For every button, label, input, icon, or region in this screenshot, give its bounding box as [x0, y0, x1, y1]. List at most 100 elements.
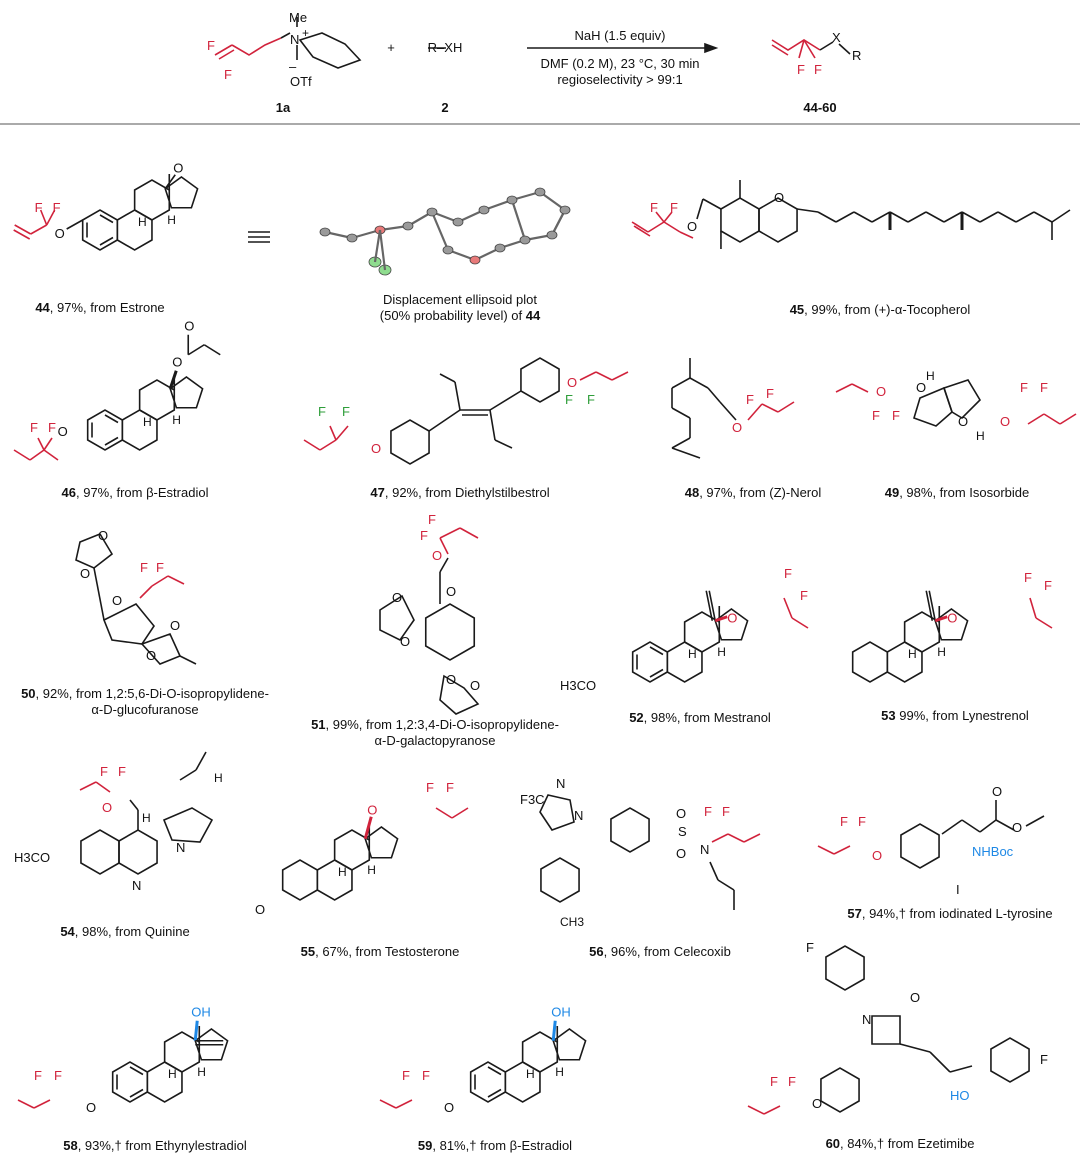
h-stereo-label: H — [143, 415, 152, 429]
bond — [487, 1088, 502, 1098]
bond — [796, 208, 819, 213]
bond — [129, 1066, 144, 1076]
ring — [364, 826, 399, 859]
bond — [961, 211, 981, 223]
hydroxyl-label: OH — [191, 1005, 211, 1020]
xray-caption-line2: (50% probability level) of 44 — [379, 308, 541, 323]
ring — [900, 823, 940, 869]
n-atom: N — [290, 32, 299, 47]
carbonyl-o: O — [910, 990, 920, 1005]
h-stereo-label: H — [197, 1065, 206, 1079]
f-atom: F — [118, 764, 126, 779]
compound-label-58: 58, 93%,† from Ethynylestradiol — [63, 1138, 247, 1153]
bond — [817, 211, 837, 223]
bond — [671, 437, 691, 449]
bond — [33, 1099, 51, 1109]
bond — [451, 807, 469, 819]
n-atom: N — [574, 808, 583, 823]
bond — [1029, 597, 1037, 619]
bond — [719, 401, 737, 421]
bond — [454, 381, 461, 411]
n-atom: N — [862, 1012, 871, 1027]
ring-o: O — [446, 584, 456, 599]
bond — [193, 1020, 199, 1041]
ortep-atom — [402, 221, 414, 231]
compound-label-50-line2: α-D-glucofuranose — [91, 702, 199, 717]
bond — [835, 383, 853, 393]
bond — [663, 221, 681, 233]
ortep-atom — [546, 230, 558, 240]
product-x: X — [832, 30, 841, 45]
f-atom: F — [704, 804, 712, 819]
h-label: H — [926, 369, 935, 383]
bond — [187, 344, 205, 356]
bond — [439, 557, 449, 573]
ring — [281, 859, 319, 901]
ether-o: O — [55, 226, 65, 241]
n-atom: N — [176, 840, 185, 855]
bond — [1027, 413, 1045, 425]
h-stereo-label: H — [172, 413, 181, 427]
f-atom: F — [1040, 1052, 1048, 1067]
f-atom: F — [766, 386, 774, 401]
ortep-atom — [519, 235, 531, 245]
ring — [552, 1028, 587, 1061]
ether-o: O — [102, 800, 112, 815]
ortep-atom — [469, 255, 481, 265]
ether-o: O — [812, 1096, 822, 1111]
ketone-o: O — [173, 161, 183, 176]
f-atom-2: F — [224, 67, 232, 82]
bond — [93, 567, 105, 621]
f-atom: F — [1040, 380, 1048, 395]
bond — [727, 833, 745, 843]
bond — [378, 229, 387, 271]
ring — [871, 1015, 901, 1045]
h-stereo-label: H — [168, 1067, 177, 1081]
bond — [647, 221, 665, 233]
h-label: H — [214, 771, 223, 785]
ring — [469, 1061, 507, 1103]
ring — [333, 829, 371, 871]
ring-o: O — [470, 678, 480, 693]
bond — [961, 819, 981, 833]
bond — [99, 214, 114, 224]
product-f-2: F — [814, 62, 822, 77]
ring — [631, 641, 669, 683]
bond — [179, 655, 197, 665]
ring — [162, 807, 214, 843]
ring — [390, 419, 430, 465]
h-stereo-label: H — [908, 647, 917, 661]
ring — [990, 1037, 1030, 1083]
ring-o: O — [958, 414, 968, 429]
product-r: R — [852, 48, 861, 63]
bond — [671, 447, 701, 459]
bond — [611, 371, 629, 381]
bond — [649, 668, 664, 678]
bond — [439, 527, 461, 539]
xray-caption-line1: Displacement ellipsoid plot — [383, 292, 537, 307]
bond — [151, 575, 169, 587]
compound-label-51-line2: α-D-galactopyranose — [374, 733, 496, 748]
n-atom: N — [556, 776, 565, 791]
carbonyl-o: O — [184, 319, 194, 334]
f-atom: F — [100, 764, 108, 779]
ring — [133, 179, 171, 221]
plus-sign: + — [387, 40, 395, 55]
h-stereo-label: H — [167, 213, 176, 227]
bond — [17, 1099, 35, 1109]
ring — [540, 857, 580, 903]
f-atom: F — [746, 392, 754, 407]
ether-o: O — [876, 384, 886, 399]
ring — [851, 641, 889, 683]
bond — [489, 390, 522, 411]
f-atom: F — [1024, 570, 1032, 585]
sulfonyl-o: O — [676, 846, 686, 861]
h-stereo-label: H — [338, 865, 347, 879]
bond — [979, 211, 999, 223]
ring — [439, 674, 480, 715]
ring — [825, 945, 865, 991]
bond — [747, 1105, 765, 1115]
ring — [720, 197, 760, 243]
bond — [95, 781, 111, 793]
bond — [928, 590, 937, 621]
